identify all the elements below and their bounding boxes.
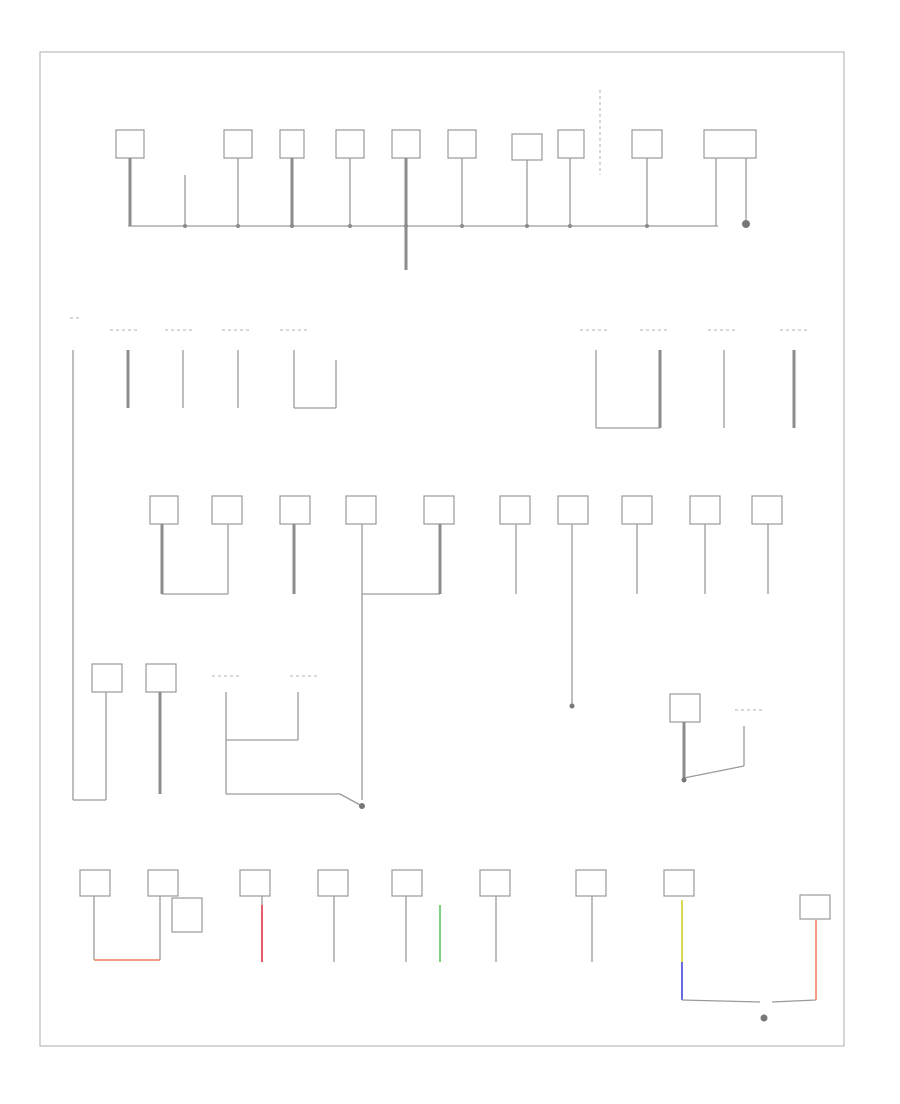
row-1-components <box>115 129 757 161</box>
row-4-wires <box>73 692 745 809</box>
ground-point <box>742 220 750 228</box>
row-2-components <box>70 317 810 331</box>
component-box <box>557 129 585 159</box>
row-2-wires <box>72 350 796 800</box>
component-box <box>391 129 421 159</box>
row-3-wires <box>160 524 769 800</box>
component-box <box>511 133 543 161</box>
component-box <box>279 129 305 159</box>
row-1-wires <box>128 158 750 270</box>
row-5-components <box>79 869 831 933</box>
component-box <box>115 129 145 159</box>
row-5-wires <box>93 896 817 1022</box>
row-4-components <box>91 663 762 723</box>
component-box <box>447 129 477 159</box>
row-3-components <box>149 495 783 525</box>
component-box <box>335 129 365 159</box>
component-box <box>223 129 253 159</box>
diagram-frame <box>39 51 845 1047</box>
component-box <box>703 129 757 159</box>
component-box <box>631 129 663 159</box>
